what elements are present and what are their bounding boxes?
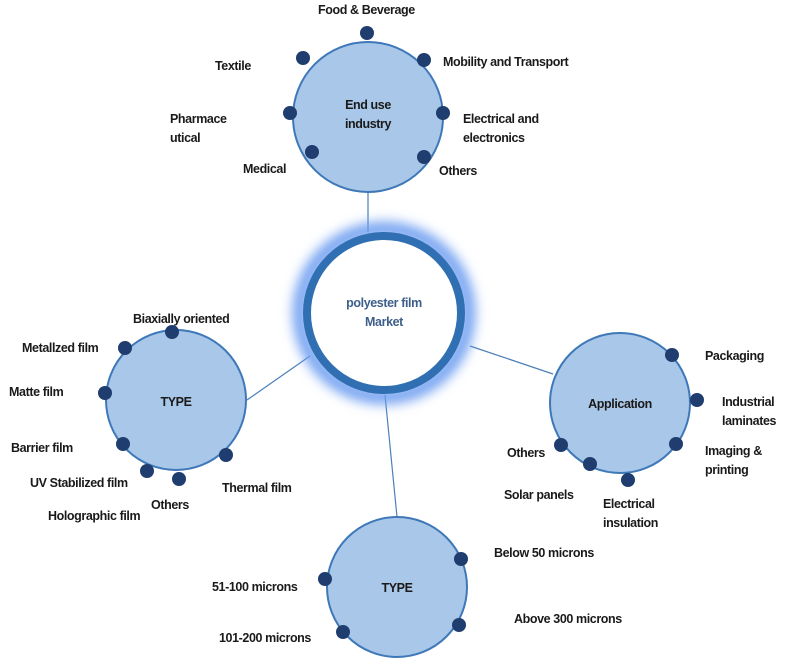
label-thermal-film: Thermal film: [222, 481, 292, 495]
dot: [360, 26, 374, 40]
dot: [665, 348, 679, 362]
dot: [554, 438, 568, 452]
label-pharmaceutical-1: Pharmace: [170, 112, 227, 126]
dot: [690, 393, 704, 407]
dot: [452, 618, 466, 632]
center-title-line2: Market: [365, 315, 403, 329]
dot: [436, 106, 450, 120]
dot: [669, 437, 683, 451]
dot: [140, 464, 154, 478]
type-left-title: TYPE: [160, 395, 192, 409]
type-bottom-title: TYPE: [381, 581, 413, 595]
end-use-title-line2: industry: [344, 117, 392, 131]
label-imaging-printing-1: Imaging &: [705, 444, 762, 458]
dot: [305, 145, 319, 159]
connector-application: [469, 345, 554, 375]
dot: [583, 457, 597, 471]
label-imaging-printing-2: printing: [705, 463, 749, 477]
label-packaging: Packaging: [705, 349, 764, 363]
label-industrial-laminates-1: Industrial: [722, 395, 775, 409]
dot: [116, 437, 130, 451]
dot: [336, 625, 350, 639]
dot: [283, 106, 297, 120]
label-solar-panels: Solar panels: [504, 488, 574, 502]
label-electrical-electronics-2: electronics: [463, 131, 525, 145]
dot: [454, 552, 468, 566]
type-bottom-node: [326, 516, 468, 658]
dot: [98, 386, 112, 400]
label-end-use-others: Others: [439, 164, 477, 178]
label-uv-stabilized-film: UV Stabilized film: [30, 476, 128, 490]
dot: [219, 448, 233, 462]
dot: [118, 341, 132, 355]
application-title: Application: [588, 397, 652, 411]
label-barrier-film: Barrier film: [11, 441, 73, 455]
label-matte-film: Matte film: [9, 385, 64, 399]
label-electrical-insulation-1: Electrical: [603, 497, 655, 511]
connector-type-left: [246, 355, 311, 401]
end-use-title-line1: End use: [345, 98, 391, 112]
label-below-50-microns: Below 50 microns: [494, 546, 594, 560]
label-application-others: Others: [507, 446, 545, 460]
label-electrical-insulation-2: insulation: [603, 516, 659, 530]
label-mobility-transport: Mobility and Transport: [443, 55, 569, 69]
label-metallized-film: Metallzed film: [22, 341, 99, 355]
connector-type-bottom: [384, 394, 398, 518]
dot: [318, 572, 332, 586]
label-medical: Medical: [243, 162, 287, 176]
dot: [165, 325, 179, 339]
end-use-title: End use industry: [318, 96, 418, 134]
dot: [417, 53, 431, 67]
label-electrical-electronics-1: Electrical and: [463, 112, 539, 126]
label-51-100-microns: 51-100 microns: [212, 580, 298, 594]
center-title: polyester film Market: [324, 294, 444, 332]
label-food-beverage: Food & Beverage: [318, 3, 415, 17]
label-101-200-microns: 101-200 microns: [219, 631, 311, 645]
center-node: [303, 232, 465, 394]
label-pharmaceutical-2: utical: [170, 131, 201, 145]
dot: [296, 51, 310, 65]
center-glow: [293, 222, 475, 404]
label-biaxially-oriented: Biaxially oriented: [133, 312, 230, 326]
application-node: [549, 332, 691, 474]
dot: [417, 150, 431, 164]
center-title-line1: polyester film: [346, 296, 422, 310]
dot: [172, 472, 186, 486]
dot: [621, 473, 635, 487]
label-type-left-others: Others: [151, 498, 189, 512]
label-textile: Textile: [215, 59, 251, 73]
label-industrial-laminates-2: laminates: [722, 414, 777, 428]
label-above-300-microns: Above 300 microns: [514, 612, 622, 626]
label-holographic-film: Holographic film: [48, 509, 141, 523]
